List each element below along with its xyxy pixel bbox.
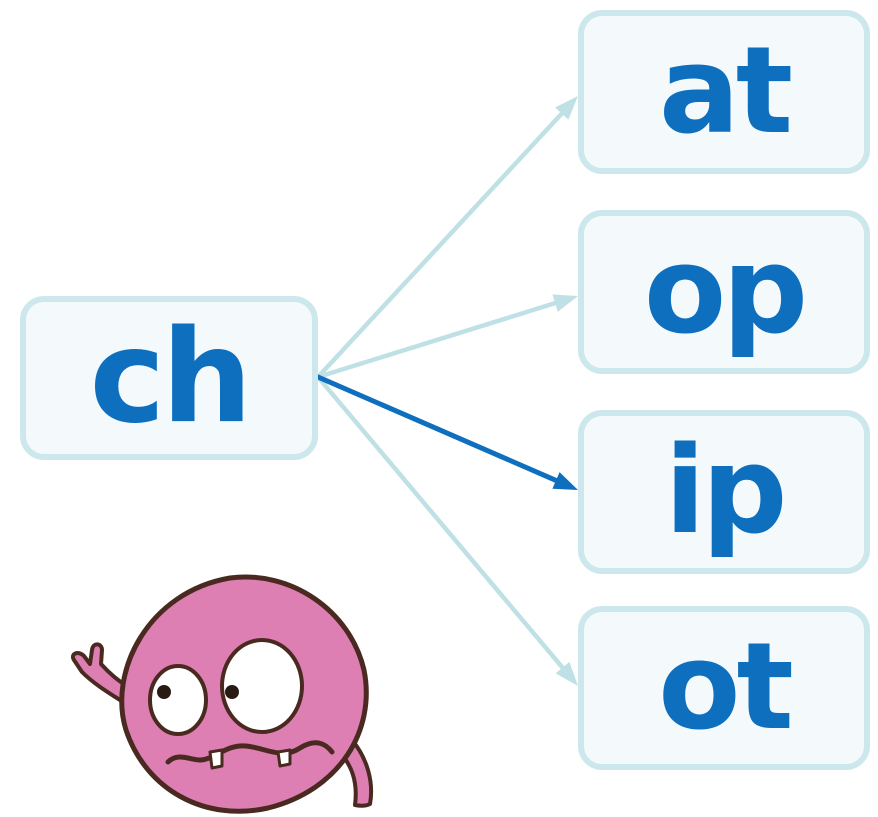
arrow-line-ip (315, 374, 559, 483)
rime-box-op[interactable]: op (578, 210, 870, 374)
arrow-head-ip (552, 472, 578, 490)
onset-label: ch (89, 303, 253, 452)
rime-label-op: op (643, 222, 808, 361)
arrow-line-at (315, 111, 564, 380)
rime-box-ip[interactable]: ip (578, 410, 870, 574)
rime-box-ot[interactable]: ot (578, 606, 870, 770)
rime-label-ip: ip (664, 422, 787, 561)
arrow-line-op (315, 300, 558, 380)
rime-label-ot: ot (658, 618, 794, 757)
arrow-line-ot (315, 374, 565, 670)
arrow-head-ot (555, 661, 578, 686)
onset-box: ch (20, 296, 318, 460)
arrow-head-op (552, 294, 578, 312)
rime-label-at: at (658, 22, 793, 161)
rime-box-at[interactable]: at (578, 10, 870, 174)
arrow-head-at (555, 96, 578, 120)
